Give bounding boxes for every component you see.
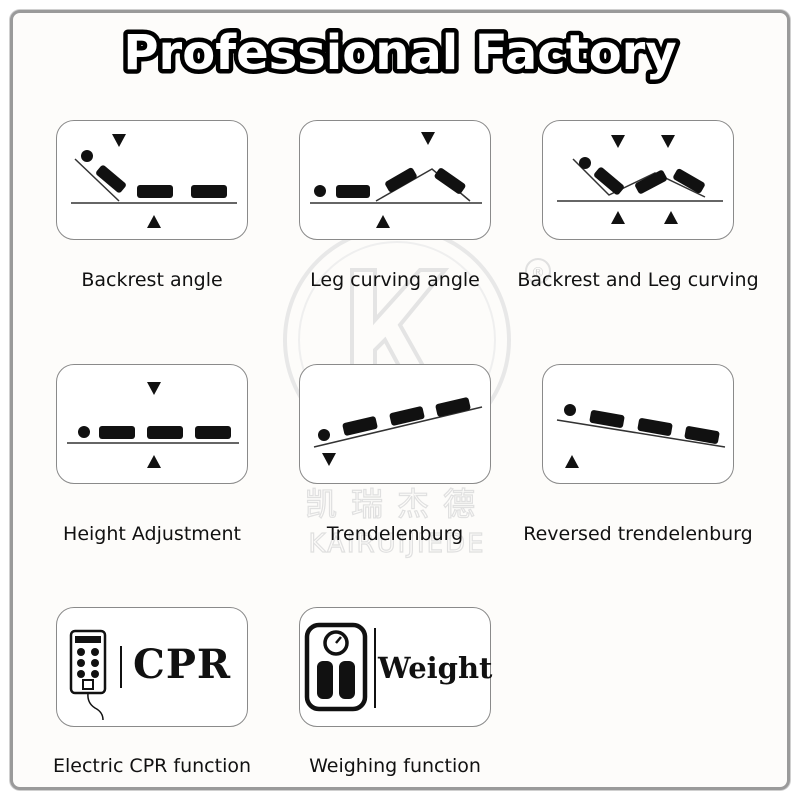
card-backrest-angle	[56, 120, 248, 240]
backrest-leg-curving-icon	[557, 135, 723, 224]
label-trendelenburg: Trendelenburg	[326, 523, 464, 545]
card-electric-cpr: CPR	[56, 607, 248, 727]
reversed-trendelenburg-icon	[556, 404, 726, 468]
card-reversed-trendelenburg	[542, 364, 734, 484]
label-electric-cpr: Electric CPR function	[52, 755, 252, 777]
backrest-angle-icon	[71, 134, 237, 228]
card-weighing: Weight	[299, 607, 493, 727]
label-height-adjustment: Height Adjustment	[63, 523, 241, 545]
weighing-scale-icon	[304, 622, 376, 712]
label-backrest-angle: Backrest angle	[81, 269, 223, 291]
weight-card-text: Weight	[378, 651, 493, 685]
label-leg-curving: Leg curving angle	[310, 269, 480, 291]
card-leg-curving	[299, 120, 491, 240]
card-height-adjustment	[56, 364, 248, 484]
page-title: Professional Factory	[119, 21, 681, 86]
height-adjustment-icon	[67, 382, 239, 468]
leg-curving-icon	[310, 132, 482, 228]
card-backrest-leg-curving	[542, 120, 734, 240]
card-trendelenburg	[299, 364, 491, 484]
label-reversed-trendelenburg: Reversed trendelenburg	[523, 523, 753, 545]
label-weighing: Weighing function	[309, 755, 481, 777]
label-backrest-leg-curving: Backrest and Leg curving	[517, 269, 759, 291]
trendelenburg-icon	[313, 397, 483, 466]
cpr-remote-icon	[69, 629, 122, 721]
svg-text:Professional Factory: Professional Factory	[123, 25, 676, 81]
cpr-card-text: CPR	[133, 641, 232, 688]
